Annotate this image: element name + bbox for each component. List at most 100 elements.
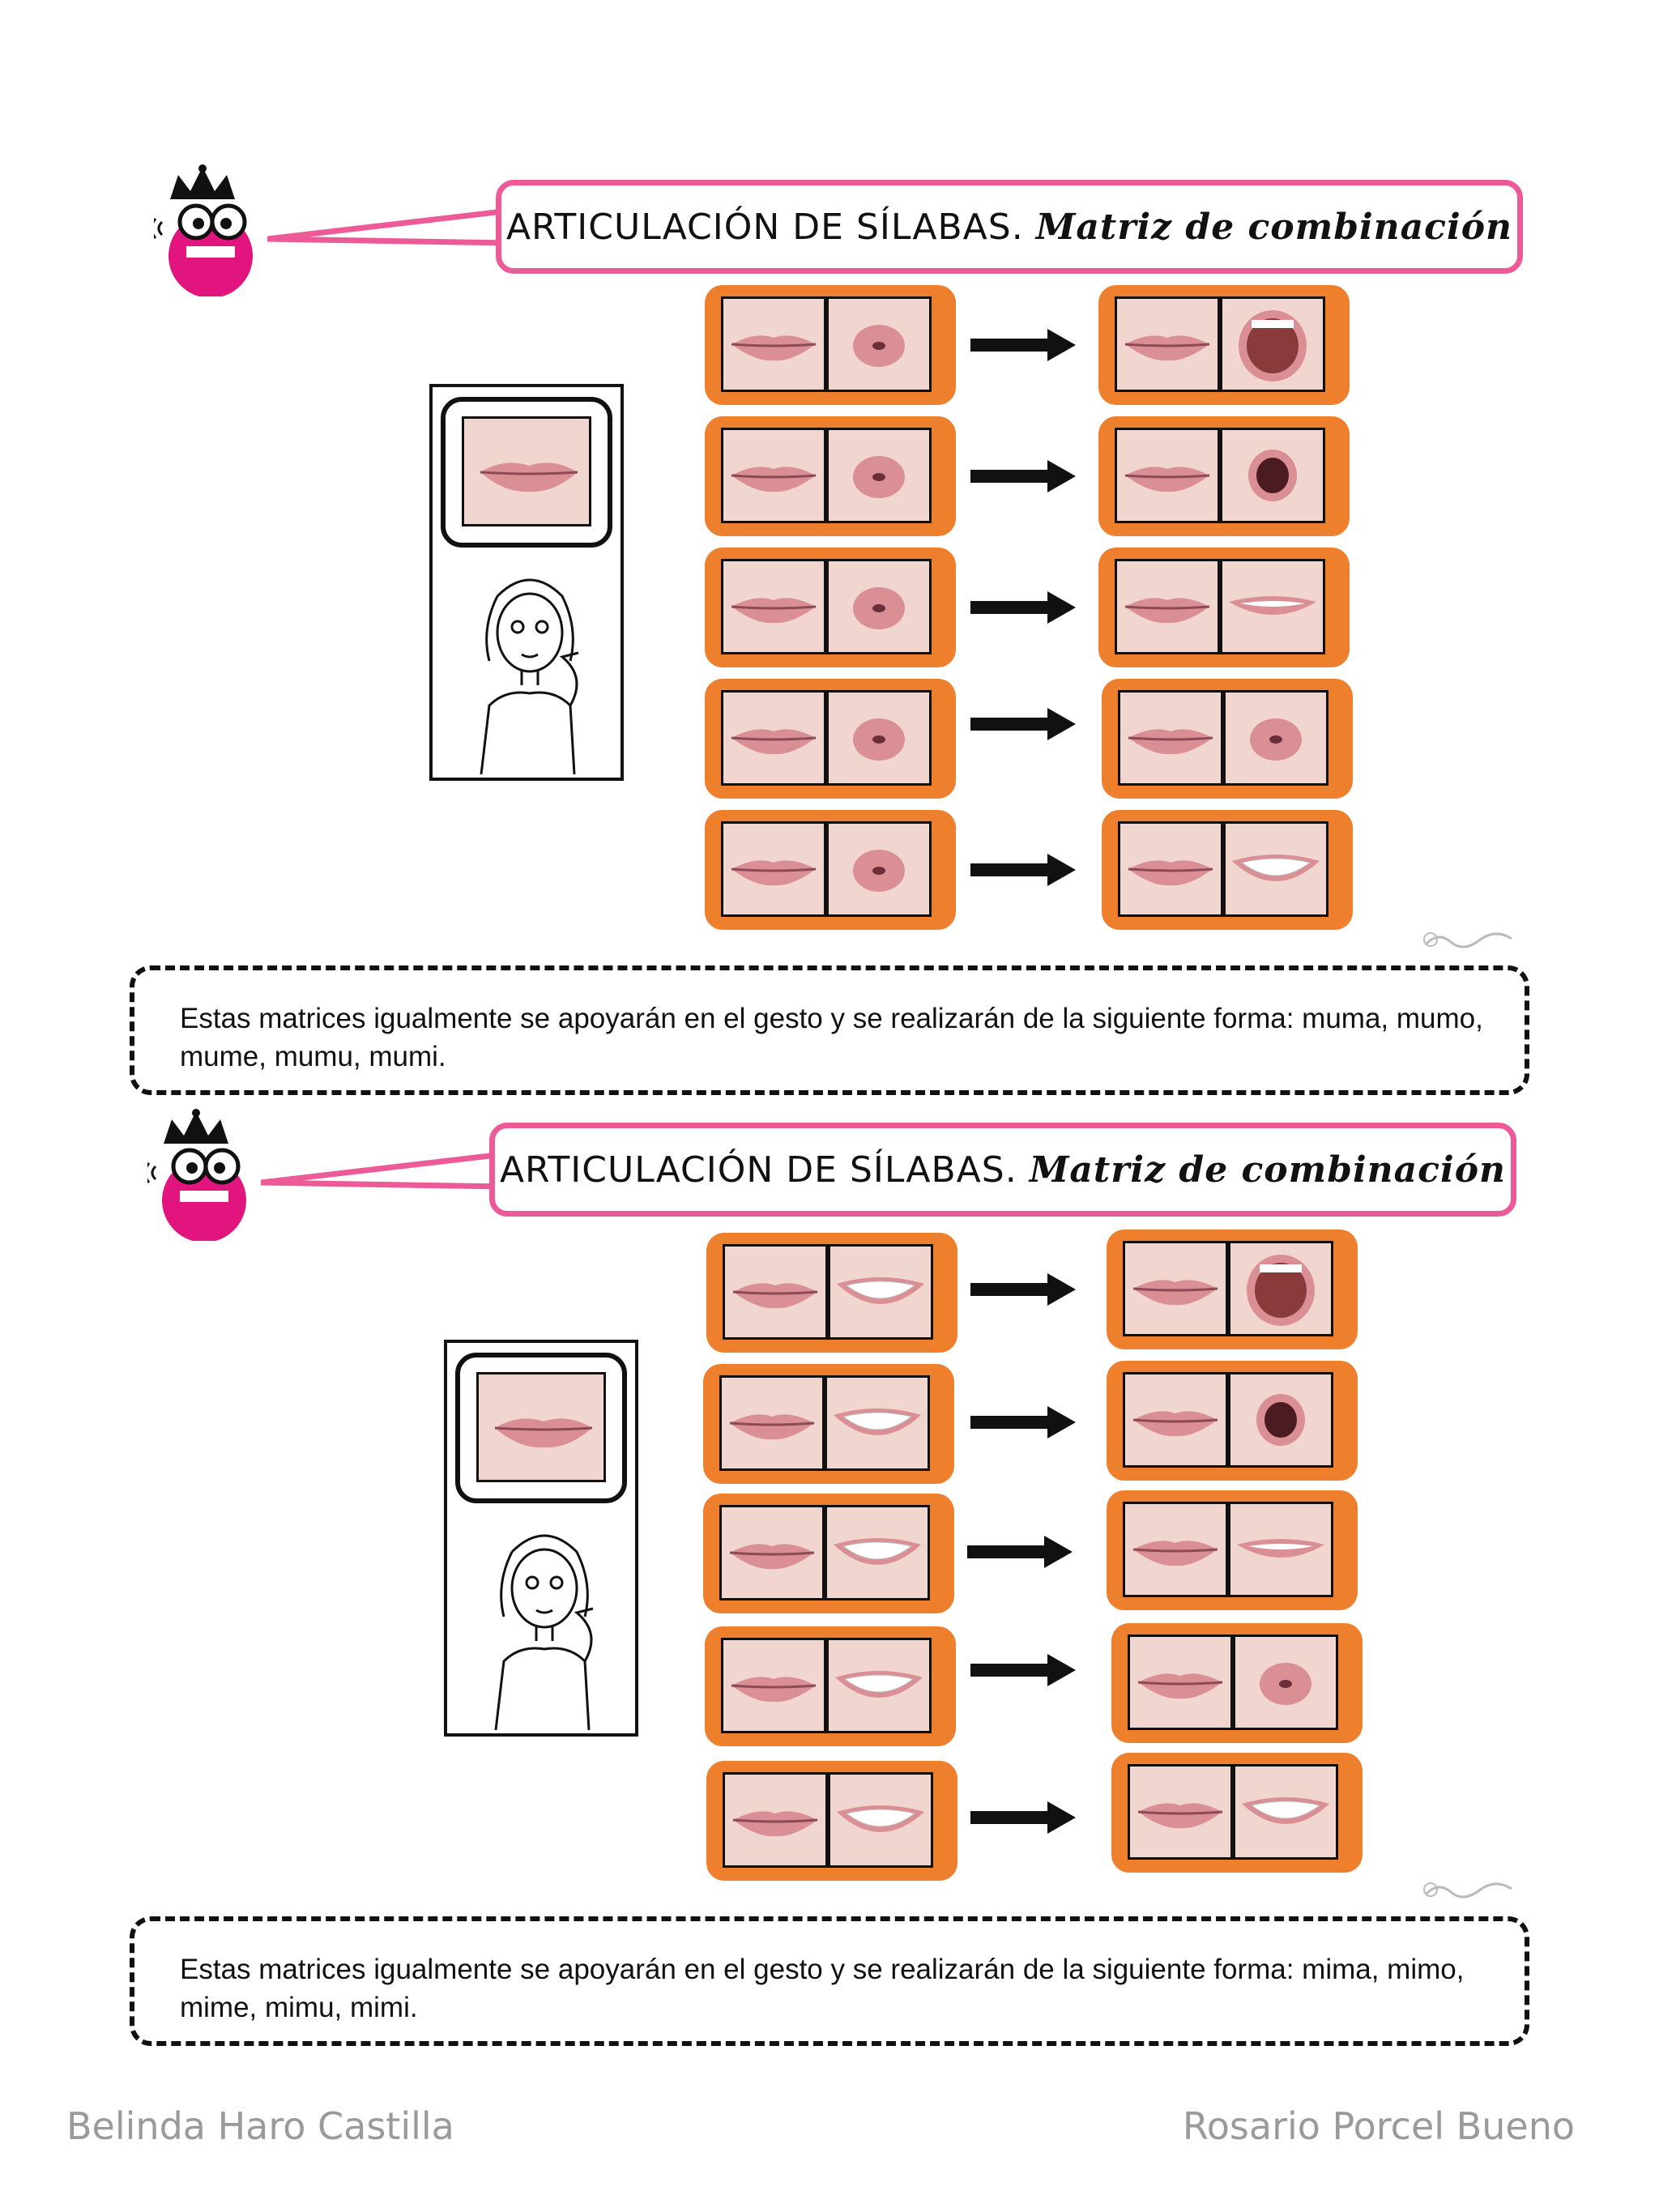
lips-closed-icon: [1115, 428, 1220, 523]
lips-closed-icon: [721, 428, 826, 523]
lips-closed-icon: [1128, 1634, 1233, 1730]
model-lips-frame: [441, 397, 612, 548]
title-box: ARTICULACIÓN DE SÍLABAS. Matriz de combi…: [489, 1123, 1516, 1217]
watermark-logo: [1422, 927, 1520, 952]
card-left-row-5: [705, 810, 956, 930]
arrow-right-icon: [970, 1654, 1076, 1686]
mouth-open-wide-icon: [1228, 1241, 1333, 1336]
lips-pucker-icon: [826, 296, 932, 392]
title-main: ARTICULACIÓN DE SÍLABAS.: [499, 1149, 1017, 1191]
card-right-row-1: [1098, 285, 1350, 405]
mouth-open-round-icon: [1220, 428, 1325, 523]
lips-closed-icon: [1123, 1372, 1228, 1468]
note-text: Estas matrices igualmente se apoyarán en…: [180, 1003, 1483, 1072]
teeth-smile-icon: [828, 1244, 933, 1340]
teeth-smile-icon: [1223, 821, 1328, 917]
lips-closed-icon: [1115, 559, 1220, 654]
page-title: ARTICULACIÓN DE SÍLABAS. Matriz de combi…: [500, 1149, 1506, 1191]
girl-sign-gesture-icon: [471, 1519, 617, 1730]
speech-pointer: [267, 207, 510, 255]
card-left-row-2: [703, 1364, 954, 1484]
lips-pucker-icon: [826, 821, 932, 917]
lips-pucker-icon: [1223, 690, 1328, 786]
arrow-right-icon: [970, 1273, 1076, 1306]
lips-closed-icon: [1115, 296, 1220, 392]
card-right-row-3: [1107, 1490, 1358, 1610]
girl-sign-gesture-icon: [457, 564, 603, 774]
lips-closed-icon: [721, 821, 826, 917]
card-right-row-2: [1107, 1361, 1358, 1481]
card-left-row-1: [705, 285, 956, 405]
lips-smile-icon: [1228, 1502, 1333, 1597]
teeth-smile-icon: [1233, 1764, 1338, 1860]
teeth-smile-icon: [825, 1375, 930, 1471]
title-sub: Matriz de combinación: [1035, 206, 1513, 248]
speech-pointer: [261, 1150, 504, 1199]
lips-closed-icon: [721, 1638, 826, 1733]
card-right-row-5: [1102, 810, 1353, 930]
arrow-right-icon: [970, 1406, 1076, 1438]
note-text: Estas matrices igualmente se apoyarán en…: [180, 1954, 1465, 2023]
card-left-row-3: [703, 1494, 954, 1613]
mouth-open-wide-icon: [1220, 296, 1325, 392]
lips-smile-icon: [1220, 559, 1325, 654]
arrow-right-icon: [970, 708, 1076, 740]
lips-pucker-icon: [826, 559, 932, 654]
mouth-open-round-icon: [1228, 1372, 1333, 1468]
lips-closed-icon: [721, 690, 826, 786]
section-2: ARTICULACIÓN DE SÍLABAS. Matriz de combi…: [130, 1103, 1529, 2046]
card-left-row-3: [705, 548, 956, 667]
arrow-right-icon: [970, 591, 1076, 624]
arrow-right-icon: [970, 329, 1076, 361]
model-lips-frame: [455, 1353, 627, 1503]
card-right-row-4: [1111, 1623, 1363, 1743]
lips-pucker-icon: [826, 690, 932, 786]
card-right-row-2: [1098, 416, 1350, 536]
mascot-crown-icon: [154, 159, 267, 296]
lips-closed-icon: [1123, 1241, 1228, 1336]
teeth-smile-icon: [826, 1638, 932, 1733]
footer-author-right: Rosario Porcel Bueno: [1182, 2104, 1575, 2148]
title-box: ARTICULACIÓN DE SÍLABAS. Matriz de combi…: [496, 180, 1523, 274]
card-left-row-4: [705, 679, 956, 799]
watermark-logo: [1422, 1877, 1520, 1902]
lips-closed-icon: [1128, 1764, 1233, 1860]
card-right-row-1: [1107, 1230, 1358, 1349]
lips-closed-icon: [719, 1505, 825, 1600]
lips-closed-icon: [721, 296, 826, 392]
card-right-row-3: [1098, 548, 1350, 667]
lips-pucker-icon: [826, 428, 932, 523]
lips-closed-icon: [1118, 690, 1223, 786]
lips-pucker-icon: [1233, 1634, 1338, 1730]
lips-closed-icon: [1123, 1502, 1228, 1597]
title-main: ARTICULACIÓN DE SÍLABAS.: [505, 206, 1024, 248]
arrow-right-icon: [970, 854, 1076, 886]
footer-author-left: Belinda Haro Castilla: [66, 2104, 454, 2148]
section-1: ARTICULACIÓN DE SÍLABAS. Matriz de combi…: [0, 0, 1659, 1102]
model-panel: [444, 1340, 638, 1737]
teeth-smile-icon: [828, 1772, 933, 1868]
card-left-row-5: [706, 1761, 957, 1881]
card-left-row-4: [705, 1626, 956, 1746]
lips-icon: [476, 1372, 606, 1482]
instruction-note: Estas matrices igualmente se apoyarán en…: [130, 965, 1529, 1095]
card-right-row-4: [1102, 679, 1353, 799]
arrow-right-icon: [970, 460, 1076, 492]
lips-closed-icon: [723, 1244, 828, 1340]
lips-icon: [462, 416, 591, 526]
arrow-right-icon: [970, 1801, 1076, 1834]
teeth-smile-icon: [825, 1505, 930, 1600]
lips-closed-icon: [723, 1772, 828, 1868]
lips-closed-icon: [719, 1375, 825, 1471]
card-right-row-5: [1111, 1753, 1363, 1873]
instruction-note: Estas matrices igualmente se apoyarán en…: [130, 1916, 1529, 2046]
card-left-row-2: [705, 416, 956, 536]
arrow-right-icon: [967, 1536, 1073, 1568]
lips-closed-icon: [721, 559, 826, 654]
page-title: ARTICULACIÓN DE SÍLABAS. Matriz de combi…: [506, 207, 1512, 248]
model-panel: [429, 384, 624, 781]
title-sub: Matriz de combinación: [1029, 1149, 1507, 1191]
mascot-crown-icon: [147, 1103, 261, 1241]
card-left-row-1: [706, 1233, 957, 1353]
lips-closed-icon: [1118, 821, 1223, 917]
